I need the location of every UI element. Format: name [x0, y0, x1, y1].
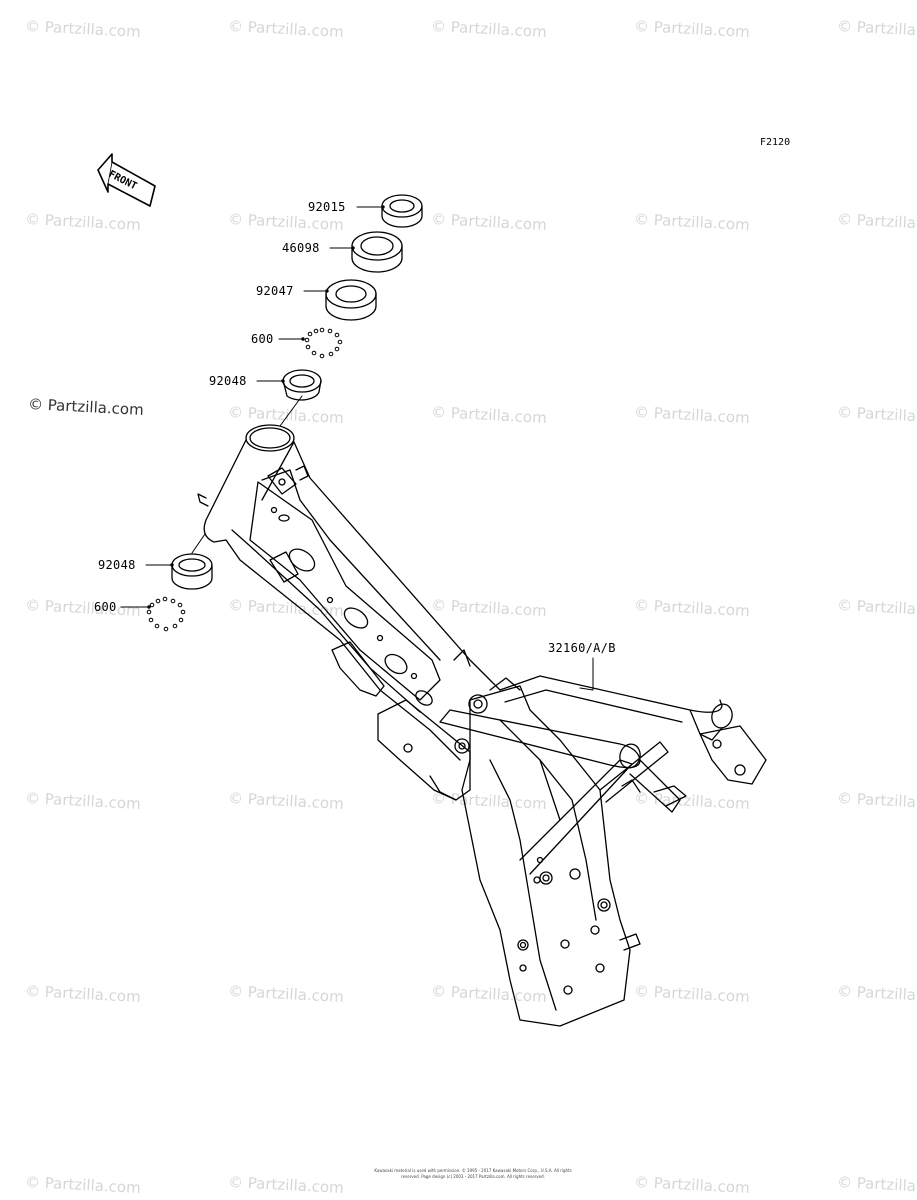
ball-bearing-race-92048-lower-part [171, 553, 213, 590]
front-arrow-icon: FRONT [97, 153, 156, 207]
figure-code: F2120 [760, 137, 791, 148]
leader-lines [120, 205, 594, 691]
part-label-600-upper[interactable]: 600 [251, 332, 274, 346]
steel-balls-600-upper-part [304, 327, 343, 359]
part-label-46098[interactable]: 46098 [282, 241, 320, 255]
part-label-32160[interactable]: 32160/A/B [548, 641, 616, 655]
part-label-600-lower[interactable]: 600 [94, 600, 117, 614]
ball-bearing-race-92048-upper-part [282, 369, 322, 401]
steel-balls-600-lower-part [146, 596, 186, 632]
part-label-92047[interactable]: 92047 [256, 284, 294, 298]
oil-seal-92015-part [381, 194, 423, 228]
part-label-92015[interactable]: 92015 [308, 200, 346, 214]
race-46098-part [351, 231, 403, 273]
ball-bearing-92047-part [325, 279, 377, 321]
part-label-92048-upper[interactable]: 92048 [209, 374, 247, 388]
copyright-notice: Kawasaki material is used with permissio… [374, 1168, 572, 1179]
frame-32160-part [197, 424, 767, 1027]
part-label-92048-lower[interactable]: 92048 [98, 558, 136, 572]
